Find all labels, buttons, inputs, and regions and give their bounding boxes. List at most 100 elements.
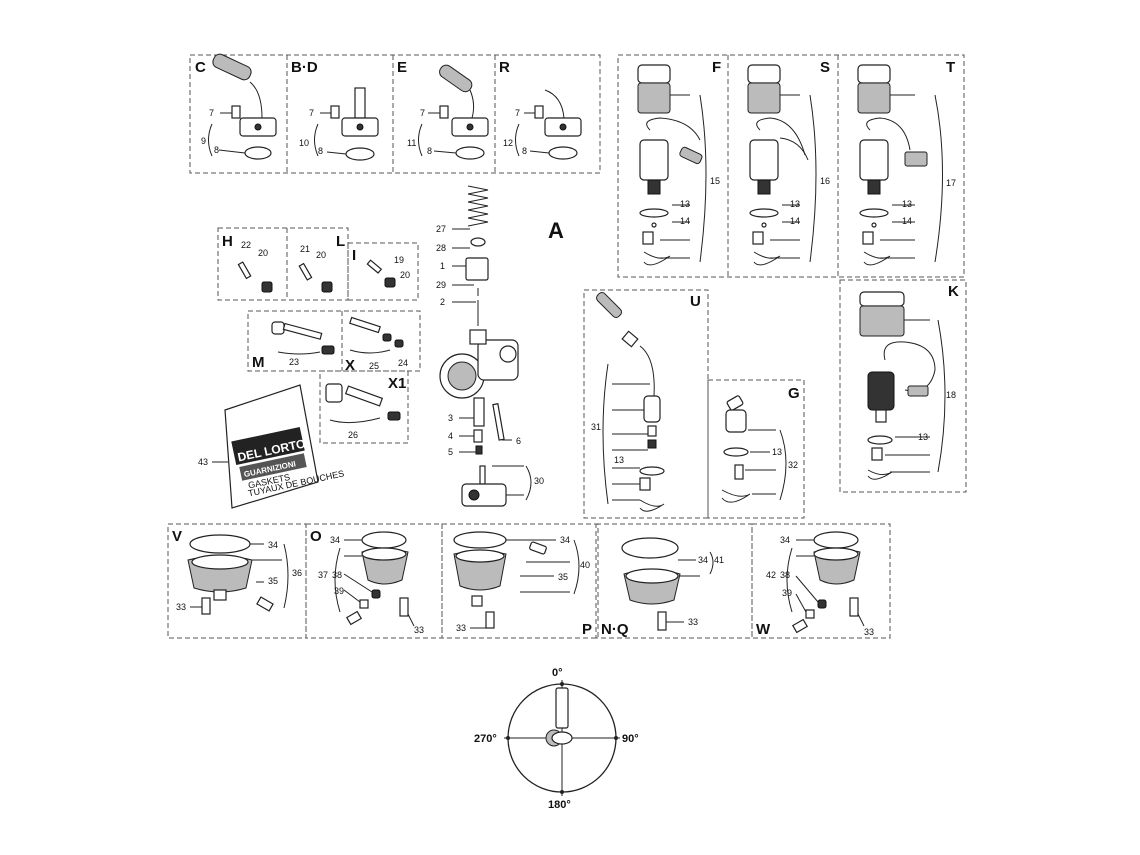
section-X-num: 24: [398, 358, 408, 368]
section-P-num: 34: [560, 535, 570, 545]
section-G: G 13 32: [707, 379, 805, 519]
section-P: P 34 40 35 33: [453, 531, 592, 638]
section-G-label: G: [788, 385, 800, 402]
section-H-num: 20: [258, 248, 268, 258]
section-W-num: 42: [766, 570, 776, 580]
carb-part-num: 28: [436, 243, 446, 253]
section-S-label: S: [820, 59, 830, 76]
section-M-label: M: [252, 354, 265, 371]
carb-part-num: 5: [448, 447, 453, 457]
section-P-label: P: [582, 621, 592, 638]
section-L: L 21 20: [298, 233, 345, 293]
section-M-num: 23: [289, 357, 299, 367]
group-screws-MX: [247, 310, 421, 444]
section-E-num: 11: [407, 138, 416, 148]
section-P-num: 35: [558, 572, 568, 582]
section-R: R 7 12 8: [499, 59, 582, 160]
section-S: S 16 13 14: [747, 59, 830, 266]
group-float-bowls: [167, 523, 891, 639]
section-W: W 34 42 38 39 33: [756, 531, 874, 638]
section-C: C 7 9 8: [195, 53, 277, 160]
section-E: E 7 11 8: [397, 59, 489, 160]
section-I: I 19 20: [352, 247, 410, 288]
section-X1-label: X1: [388, 375, 406, 392]
section-M: M 23: [252, 321, 335, 371]
section-I-num: 19: [394, 255, 404, 265]
section-BD-num: 8: [318, 146, 323, 156]
carb-part-num: 30: [534, 476, 544, 486]
dial-label-bottom: 180°: [548, 799, 571, 811]
section-NQ-label: N·Q: [601, 621, 629, 638]
section-V-num: 36: [292, 568, 302, 578]
section-W-num: 33: [864, 627, 874, 637]
section-C-label: C: [195, 59, 206, 76]
section-C-num: 7: [209, 108, 214, 118]
section-BD: B·D 7 10 8: [291, 59, 379, 161]
section-C-num: 8: [214, 145, 219, 155]
carb-part-num: 27: [436, 224, 446, 234]
section-O-label: O: [310, 528, 322, 545]
section-T-label: T: [946, 59, 955, 76]
section-E-num: 7: [420, 108, 425, 118]
section-X-label: X: [345, 357, 355, 374]
section-V: V 34 36 35 33: [172, 528, 302, 615]
section-BD-num: 10: [299, 138, 309, 148]
section-O-num: 34: [330, 535, 340, 545]
section-O: O 34 37 38 39 33: [310, 528, 424, 635]
section-K-label: K: [948, 283, 959, 300]
section-K: K 18 13: [839, 279, 967, 493]
main-carburetor: A 27 28 1 29 2 3 4 5: [436, 185, 564, 507]
section-F: F 15 13 14: [637, 59, 721, 266]
main-label: A: [548, 218, 564, 243]
section-X: X 25 24: [345, 316, 408, 374]
section-S-num: 13: [790, 199, 800, 209]
section-I-label: I: [352, 247, 356, 264]
section-O-num: 39: [334, 586, 344, 596]
section-W-num: 34: [780, 535, 790, 545]
section-NQ: N·Q 34 41 33: [601, 537, 724, 638]
section-W-num: 38: [780, 570, 790, 580]
section-V-num: 35: [268, 576, 278, 586]
section-R-num: 8: [522, 146, 527, 156]
section-O-num: 38: [332, 570, 342, 580]
dial-label-left: 270°: [474, 733, 497, 745]
carb-part-num: 4: [448, 431, 453, 441]
package-num: 43: [198, 457, 208, 467]
section-L-num: 21: [300, 244, 310, 254]
section-S-num: 14: [790, 216, 800, 226]
section-V-num: 33: [176, 602, 186, 612]
carb-part-num: 6: [516, 436, 521, 446]
section-X-num: 25: [369, 361, 379, 371]
section-S-num: 16: [820, 176, 830, 186]
section-P-num: 33: [456, 623, 466, 633]
group-electric-chokes: [617, 54, 965, 278]
section-P-num: 40: [580, 560, 590, 570]
section-O-num: 37: [318, 570, 328, 580]
section-F-num: 13: [680, 199, 690, 209]
section-F-num: 14: [680, 216, 690, 226]
section-X1: X1 26: [325, 375, 406, 440]
section-NQ-num: 41: [714, 555, 724, 565]
section-BD-label: B·D: [291, 59, 318, 76]
section-R-num: 7: [515, 108, 520, 118]
section-NQ-num: 33: [688, 617, 698, 627]
group-throttle-levers: [189, 54, 601, 174]
section-BD-num: 7: [309, 108, 314, 118]
carb-part-num: 3: [448, 413, 453, 423]
section-W-label: W: [756, 621, 771, 638]
group-frame: [189, 54, 601, 174]
section-T: T 17 13 14: [857, 59, 956, 266]
section-NQ-num: 34: [698, 555, 708, 565]
section-K-num: 13: [918, 432, 928, 442]
carb-part-num: 29: [436, 280, 446, 290]
section-G-num: 32: [788, 460, 798, 470]
dial-label-top: 0°: [552, 667, 563, 679]
section-W-num: 39: [782, 588, 792, 598]
section-U-label: U: [690, 293, 701, 310]
section-H-label: H: [222, 233, 233, 250]
group-screws-HLI: [217, 227, 419, 301]
section-L-num: 20: [316, 250, 326, 260]
section-F-label: F: [712, 59, 721, 76]
section-F-num: 15: [710, 176, 720, 186]
